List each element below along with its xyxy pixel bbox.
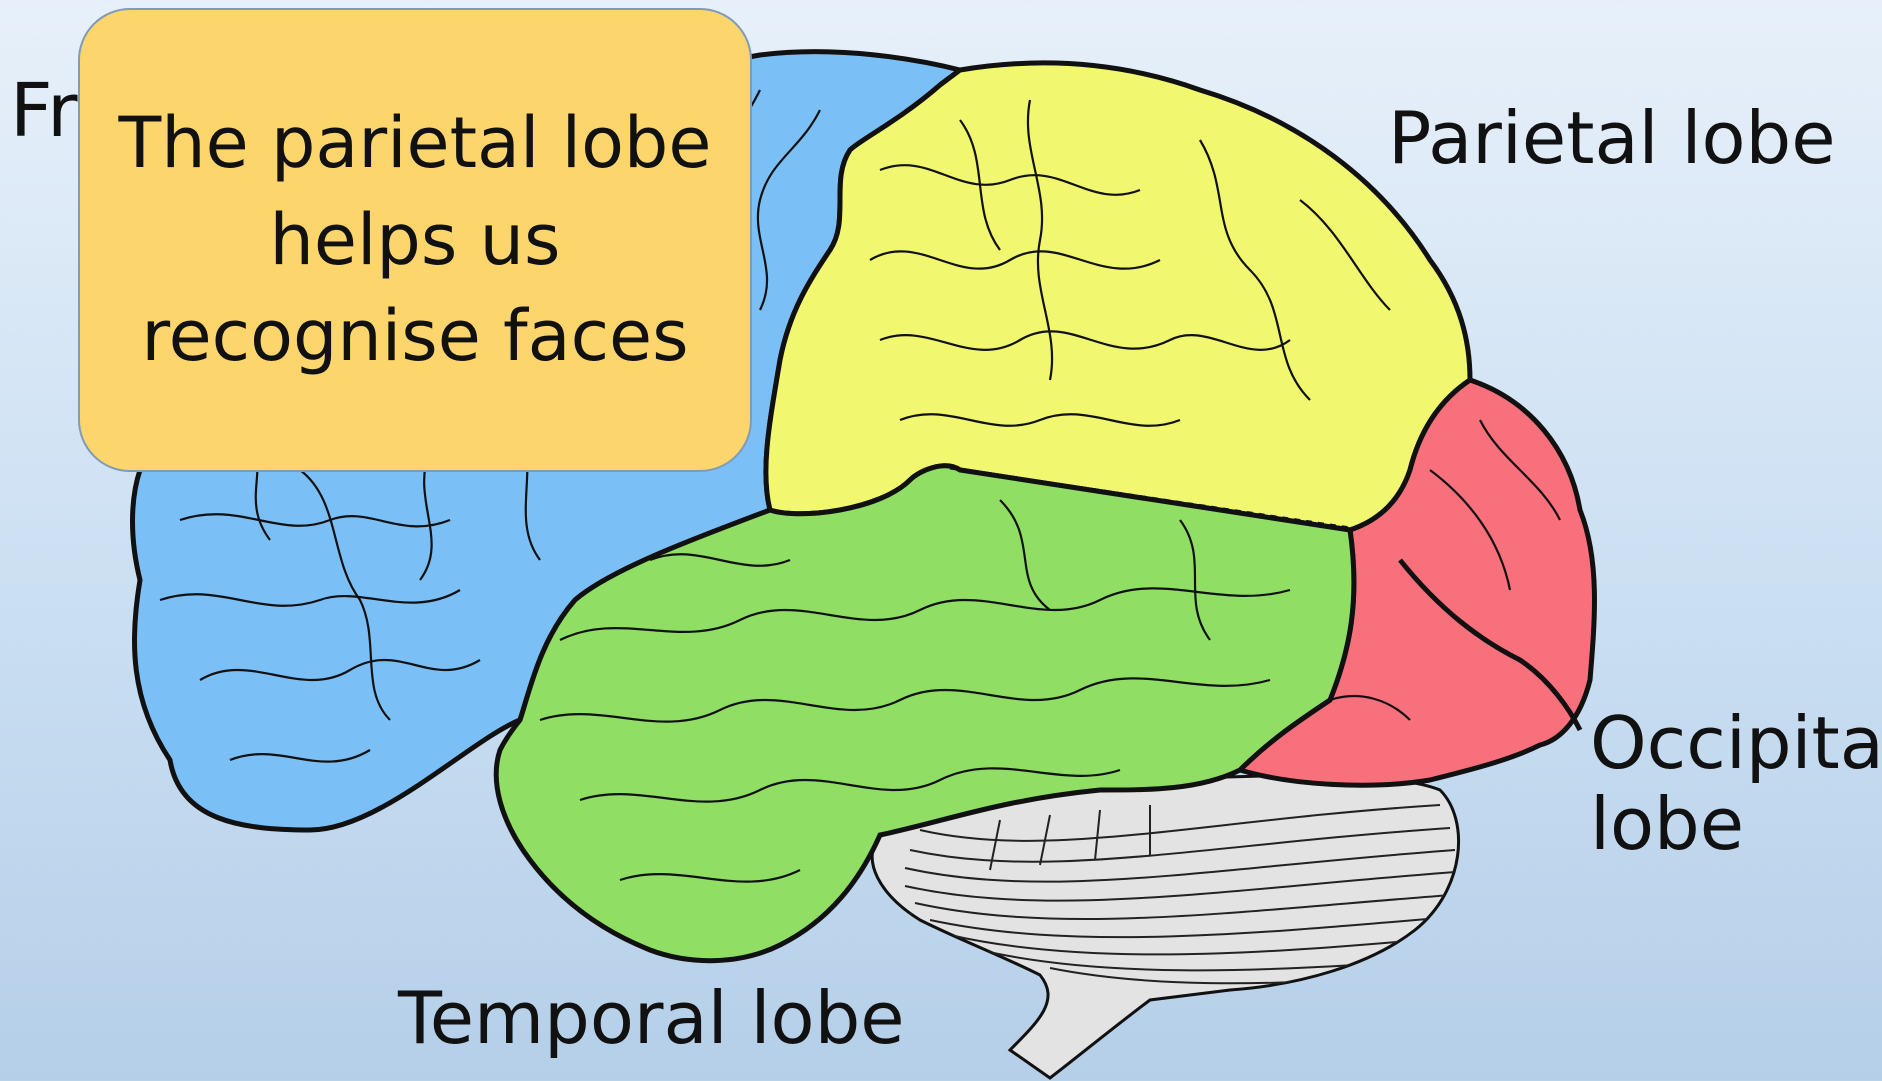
callout-line1: The parietal lobe	[119, 95, 712, 192]
callout-line2: helps us	[119, 192, 712, 289]
callout-box: The parietal lobe helps us recognise fac…	[78, 8, 752, 472]
callout-text: The parietal lobe helps us recognise fac…	[119, 95, 712, 385]
occipital-lobe-label: Occipital lobe	[1590, 703, 1882, 864]
callout-line3: recognise faces	[119, 288, 712, 385]
parietal-lobe	[766, 63, 1470, 530]
parietal-lobe-label: Parietal lobe	[1388, 98, 1836, 179]
occipital-label-line2: lobe	[1590, 784, 1882, 865]
occipital-label-line1: Occipital	[1590, 703, 1882, 784]
cerebellum	[872, 776, 1458, 1078]
temporal-lobe-label: Temporal lobe	[398, 978, 905, 1059]
